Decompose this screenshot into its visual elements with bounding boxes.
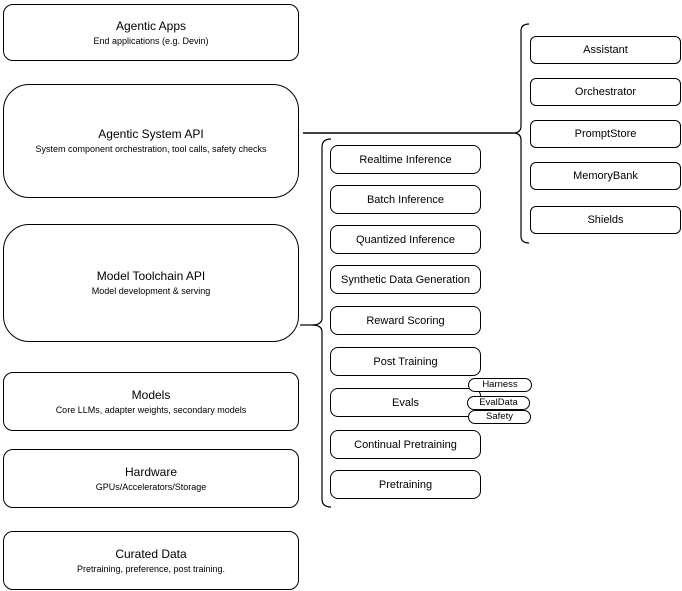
node-models[interactable]: Models Core LLMs, adapter weights, secon… [3,372,299,431]
tag-label: EvalData [479,397,518,408]
node-label: Post Training [373,355,438,368]
node-agentic-apps[interactable]: Agentic Apps End applications (e.g. Devi… [3,4,299,61]
node-subtitle: GPUs/Accelerators/Storage [95,481,207,492]
node-evals[interactable]: Evals [330,388,481,417]
node-label: Reward Scoring [366,314,445,327]
node-label: Assistant [583,44,628,56]
node-hardware[interactable]: Hardware GPUs/Accelerators/Storage [3,449,299,508]
node-continual-pretraining[interactable]: Continual Pretraining [330,430,481,459]
node-quantized-inference[interactable]: Quantized Inference [330,225,481,254]
node-title: Agentic Apps [115,18,187,33]
node-label: Synthetic Data Generation [340,273,471,286]
node-assistant[interactable]: Assistant [530,36,681,64]
node-subtitle: System component orchestration, tool cal… [35,144,267,154]
tag-label: Harness [482,379,518,390]
node-title: Curated Data [115,546,187,561]
tag-label: Safety [486,411,513,422]
node-pretraining[interactable]: Pretraining [330,470,481,499]
node-title: Agentic System API [98,127,204,141]
node-label: Orchestrator [574,86,637,98]
node-model-toolchain-api[interactable]: Model Toolchain API Model development & … [3,224,299,342]
node-memorybank[interactable]: MemoryBank [530,162,681,190]
node-label: Evals [392,396,419,409]
node-label: Continual Pretraining [354,438,457,451]
node-subtitle: End applications (e.g. Devin) [93,35,209,46]
node-orchestrator[interactable]: Orchestrator [530,78,681,106]
node-post-training[interactable]: Post Training [330,347,481,376]
node-shields[interactable]: Shields [530,206,681,234]
node-realtime-inference[interactable]: Realtime Inference [330,145,481,174]
tag-harness[interactable]: Harness [468,378,532,392]
node-label: MemoryBank [573,170,638,182]
node-reward-scoring[interactable]: Reward Scoring [330,306,481,335]
node-batch-inference[interactable]: Batch Inference [330,185,481,214]
node-curated-data[interactable]: Curated Data Pretraining, preference, po… [3,531,299,590]
node-label: PromptStore [574,128,637,140]
node-label: Batch Inference [366,193,445,206]
node-promptstore[interactable]: PromptStore [530,120,681,148]
node-title: Models [131,387,171,402]
node-label: Quantized Inference [355,233,456,246]
node-subtitle: Core LLMs, adapter weights, secondary mo… [55,404,247,415]
node-agentic-system-api[interactable]: Agentic System API System component orch… [3,84,299,198]
toolchain-group-brace [311,138,332,508]
node-synthetic-data-generation[interactable]: Synthetic Data Generation [330,265,481,294]
tag-safety[interactable]: Safety [468,410,531,424]
node-label: Realtime Inference [359,153,452,166]
tag-evaldata[interactable]: EvalData [467,396,530,410]
node-title: Hardware [124,464,178,479]
node-label: Shields [587,214,624,226]
node-subtitle: Pretraining, preference, post training. [76,563,226,574]
node-subtitle: Model development & serving [91,286,211,296]
system-group-brace [512,23,530,244]
node-title: Model Toolchain API [96,269,206,283]
node-label: Pretraining [378,478,433,491]
